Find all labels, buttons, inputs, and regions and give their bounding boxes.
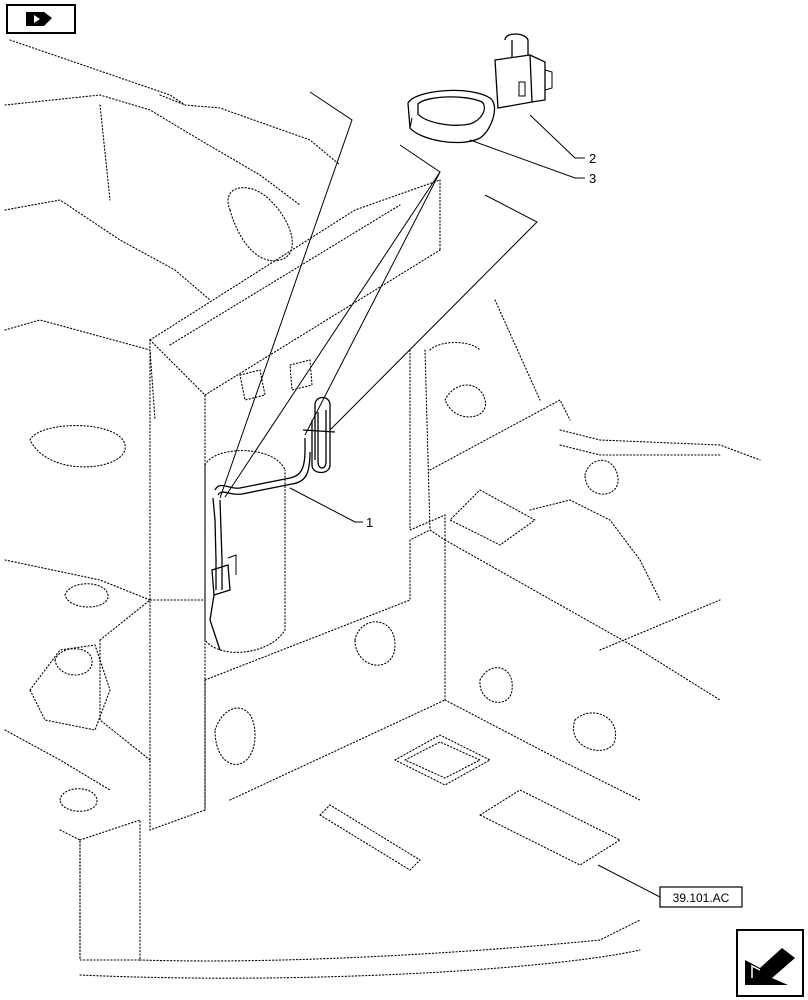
reference-link[interactable]: 39.101.AC	[659, 886, 743, 908]
machine-frame	[4, 39, 761, 979]
wire-harness	[209, 396, 336, 651]
callout-pointer-lines	[219, 91, 661, 898]
clip-part	[494, 33, 553, 109]
callout-3-label: 3	[589, 171, 596, 186]
previous-page-arrow-icon[interactable]	[6, 4, 76, 34]
callout-1-label: 1	[366, 515, 373, 530]
next-page-arrow-icon[interactable]	[736, 929, 804, 997]
callout-2-label: 2	[589, 151, 596, 166]
reference-label: 39.101.AC	[673, 891, 730, 905]
grommet-part	[407, 89, 496, 144]
